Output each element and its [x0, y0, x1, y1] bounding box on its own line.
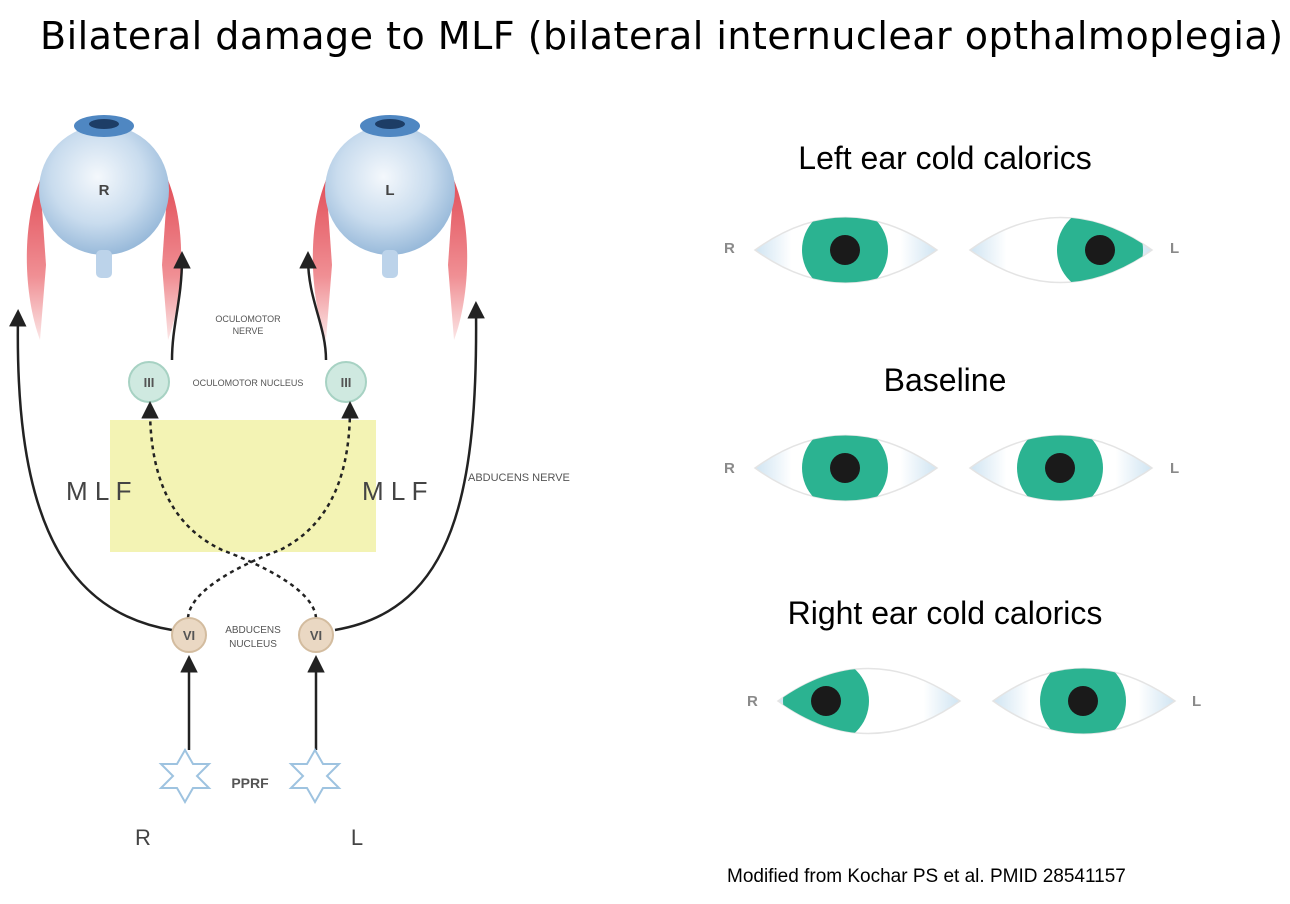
oculomotor-nerve-right-arrow [170, 251, 191, 361]
left-eyeball [312, 115, 468, 340]
right-eyeball [26, 115, 182, 340]
pprf-label: PPRF [231, 775, 269, 791]
panel1-right-eye [753, 216, 939, 284]
panel3-right-side-label: R [747, 693, 758, 710]
citation: Modified from Kochar PS et al. PMID 2854… [727, 866, 1126, 887]
panel2-left-side-label: L [1170, 460, 1180, 477]
panel2-right-eye [753, 434, 939, 502]
pprf-left-star-icon [288, 747, 342, 805]
abducens-nucleus-right-label: VI [183, 628, 195, 643]
abducens-nerve-right-arrow [9, 309, 173, 632]
panel2-left-eye [968, 434, 1154, 502]
right-eyeball-label: R [99, 182, 110, 199]
mlf-pathway-from-left-vi [141, 401, 318, 619]
page-title: Bilateral damage to MLF (bilateral inter… [40, 14, 1284, 58]
abducens-nucleus-right [171, 617, 207, 653]
oculomotor-nerve-label-1: OCULOMOTOR [215, 314, 281, 324]
panel-heading-baseline: Baseline [883, 362, 1007, 398]
panel1-left-eye [968, 216, 1154, 284]
panel1-eyes [753, 216, 1154, 284]
pprf-right-star-icon [158, 747, 212, 805]
oculomotor-nucleus-left-label: III [341, 375, 352, 390]
abducens-nucleus-label-2: NUCLEUS [229, 639, 277, 650]
panel3-right-eye [776, 667, 962, 735]
panel-heading-right-ear: Right ear cold calorics [787, 595, 1103, 631]
abducens-nucleus-left [298, 617, 334, 653]
oculomotor-nerve-left-arrow [299, 251, 328, 361]
mlf-label-left-side: M L F [362, 476, 427, 506]
left-eyeball-label: L [385, 182, 394, 199]
abducens-nerve-left-arrow [334, 301, 485, 632]
panel1-right-side-label: R [724, 240, 735, 257]
panel3-eyes [776, 667, 1177, 735]
panel1-left-side-label: L [1170, 240, 1180, 257]
oculomotor-nerve-label-2: NERVE [233, 326, 264, 336]
abducens-nucleus-left-label: VI [310, 628, 322, 643]
oculomotor-nucleus-label: OCULOMOTOR NUCLEUS [193, 378, 304, 388]
panel3-left-side-label: L [1192, 693, 1202, 710]
mlf-pathway-diagram: R L OCULOMOTOR NERVE III III OCULOMOTOR … [9, 115, 570, 850]
oculomotor-nucleus-right-label: III [144, 375, 155, 390]
panel-heading-left-ear: Left ear cold calorics [798, 140, 1092, 176]
mlf-label-right-side: M L F [66, 476, 131, 506]
bottom-left-side-label: L [351, 825, 363, 850]
abducens-nucleus-label-1: ABDUCENS [225, 625, 281, 636]
panel3-left-eye [991, 667, 1177, 735]
abducens-nerve-label: ABDUCENS NERVE [468, 472, 570, 484]
panel2-eyes [753, 434, 1154, 502]
mlf-lesion-highlight [110, 420, 376, 552]
panel2-right-side-label: R [724, 460, 735, 477]
bottom-right-side-label: R [135, 825, 151, 850]
mlf-pathway-from-right-vi [186, 401, 359, 619]
